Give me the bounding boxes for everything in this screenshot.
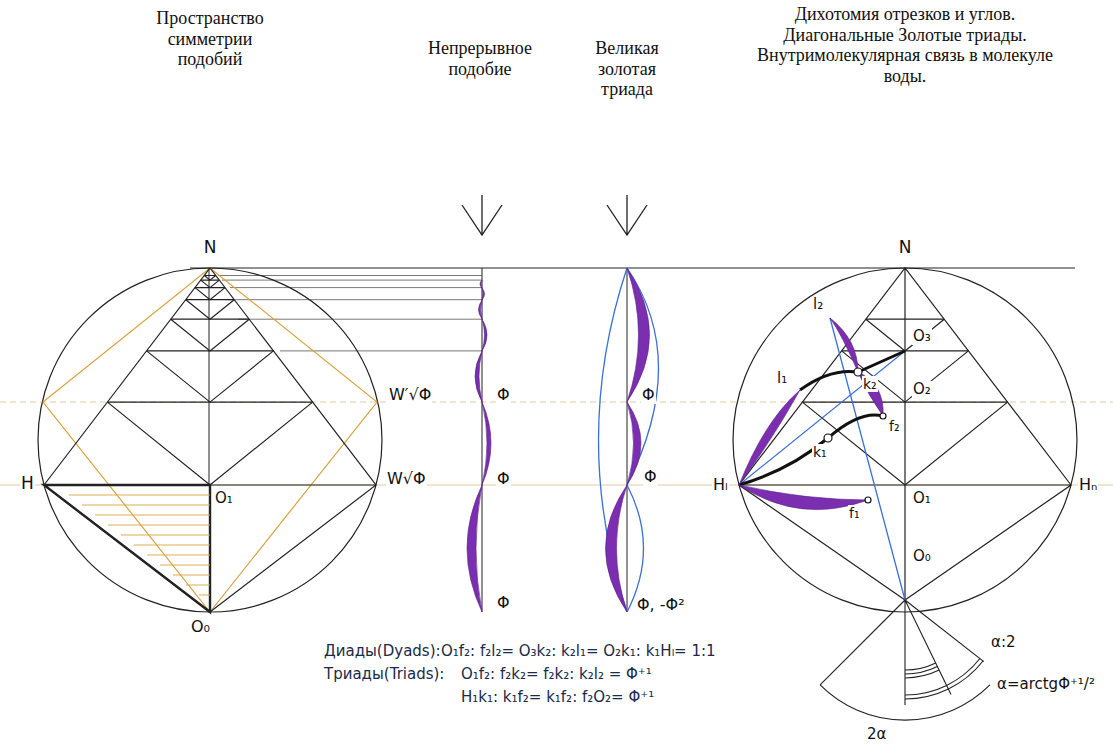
ratio-label: Φ [496, 594, 511, 612]
point-label: O₁ [214, 490, 234, 507]
column-heading: Великая золотая триада [582, 38, 672, 100]
top-line [190, 268, 1075, 269]
blue-arc [627, 485, 644, 612]
lens [480, 280, 482, 288]
continuous-similarity [467, 268, 491, 612]
point-markers [824, 368, 886, 503]
point-label: O₃ [912, 328, 932, 345]
point-label: N [898, 238, 913, 258]
point-label: Hₙ [1078, 476, 1098, 494]
purple-petals [739, 318, 883, 510]
left-figure [38, 268, 382, 612]
right-figure [733, 268, 1077, 612]
point [824, 434, 832, 442]
point-label: Hₗ [712, 476, 729, 494]
point-label: O₀ [190, 618, 211, 636]
ratio-label: Φ, -Φ² [636, 596, 686, 614]
formula: O₁f₂: f₂k₂= f₂k₂: k₂l₂ = Φ⁺¹ [460, 666, 653, 683]
petal [830, 318, 858, 372]
blue-arc [599, 268, 628, 612]
axis [209, 268, 210, 485]
diamond [44, 268, 376, 612]
circle [733, 268, 1077, 612]
point-label: f₁ [848, 505, 861, 521]
petal [739, 390, 800, 485]
point-label: l₁ [776, 370, 788, 387]
point-label: k₁ [812, 444, 828, 460]
blue-diagonal [739, 351, 905, 485]
angle-construction [820, 600, 990, 720]
lens [627, 268, 650, 402]
purple-lenses [606, 268, 650, 612]
lens [482, 402, 491, 485]
hatching [69, 495, 210, 595]
point [865, 497, 871, 503]
point-label: O₁ [912, 490, 932, 507]
axis [627, 268, 628, 612]
blue-arc [627, 268, 659, 485]
point-label: O₂ [912, 381, 932, 398]
lens [627, 402, 641, 485]
lens [479, 300, 483, 319]
point-label: N [203, 238, 218, 258]
formula-heading: Триады(Triads): [323, 666, 445, 683]
angle-arc [905, 663, 939, 678]
nested-diamond [802, 319, 1007, 485]
angle-label: α:2 [990, 634, 1017, 651]
point-label: l₂ [812, 296, 824, 313]
point-label: W′√Φ [388, 386, 432, 404]
petal [858, 372, 883, 416]
nested-level [107, 276, 312, 403]
orange-diamond [43, 268, 377, 612]
point [880, 413, 886, 419]
point-label: k₂ [862, 376, 878, 392]
nested-diamond [107, 276, 312, 486]
lens [475, 351, 482, 402]
purple-lenses [467, 280, 491, 612]
angle-label: 2α [866, 726, 887, 743]
angle-label: α=arctgΦ⁺¹/² [996, 676, 1096, 693]
formula-heading: Диады(Dyads): [323, 643, 442, 660]
point-label: f₂ [888, 418, 901, 434]
column-heading: Непрерывное подобие [420, 38, 540, 79]
ratio-label: Φ [641, 386, 656, 404]
lens [482, 319, 487, 351]
point [854, 368, 862, 376]
great-golden-triad [599, 268, 659, 612]
down-arrows [462, 195, 647, 235]
ratio-label: Φ [496, 386, 511, 404]
lens [467, 485, 482, 612]
point-label: H [20, 474, 35, 494]
point-label: O₀ [912, 548, 932, 565]
angle-arc [905, 659, 983, 700]
bold-triangle [44, 485, 210, 612]
circle [38, 268, 382, 612]
column-heading: Пространство симметрии подобий [140, 8, 280, 70]
angle-ray [820, 600, 984, 705]
down-arrow [462, 195, 502, 235]
point-label: W√Φ [386, 470, 427, 488]
down-arrow [607, 195, 647, 235]
formula: O₁f₂: f₂l₂= O₃k₂: k₂l₁= O₂k₁: k₁Hₗ= 1:1 [440, 643, 717, 660]
formula: H₁k₁: k₁f₂= k₁f₂: f₂O₂= Φ⁺¹ [460, 689, 655, 706]
guide-lines [0, 402, 1113, 485]
lens [482, 288, 485, 300]
diamond [739, 268, 1071, 600]
ratio-label: Φ [496, 470, 511, 488]
lens [606, 485, 628, 612]
angle-arc [820, 685, 990, 720]
column-heading: Дихотомия отрезков и углов. Диагональные… [755, 4, 1055, 87]
ratio-label: Φ [643, 468, 658, 486]
